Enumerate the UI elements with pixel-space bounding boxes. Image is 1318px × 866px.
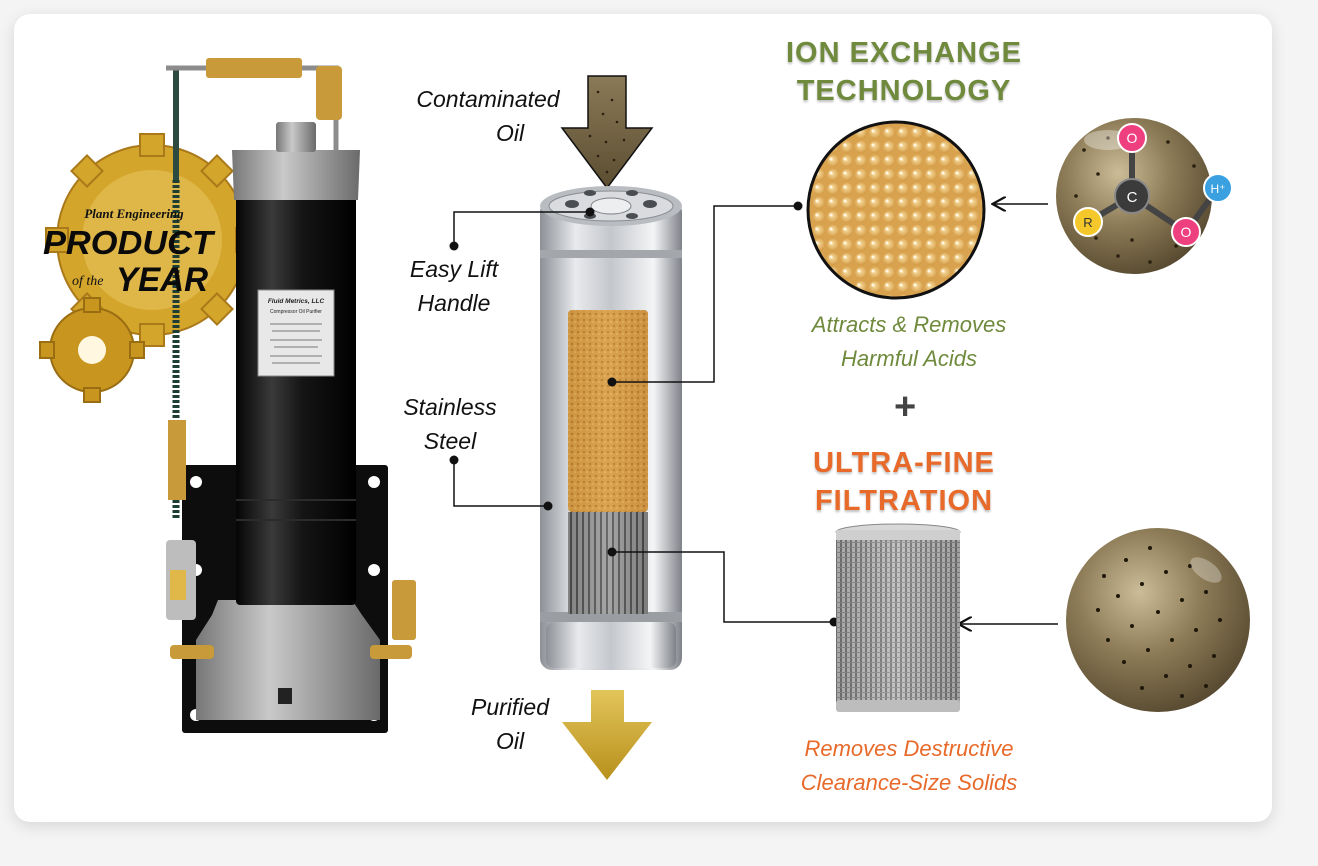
ion-caption-line2: Harmful Acids <box>840 346 978 371</box>
award-badge: Plant Engineering PRODUCT of the YEAR <box>43 206 216 299</box>
ion-title-line1: ION EXCHANGE <box>786 37 1022 69</box>
filtration-title-line2: FILTRATION <box>814 485 994 517</box>
atom-o-right: O <box>1181 224 1192 240</box>
atom-c: C <box>1127 189 1138 206</box>
ion-exchange-title: ION EXCHANGE TECHNOLOGY <box>754 34 1054 110</box>
connector-lines <box>453 204 1058 624</box>
atom-o-top: O <box>1127 130 1138 146</box>
award-line2: PRODUCT <box>43 224 216 261</box>
atom-r: R <box>1083 215 1092 230</box>
purified-oil-line2: Oil <box>495 728 525 754</box>
ion-exchange-caption: Attracts & Removes Harmful Acids <box>774 308 1044 376</box>
filtration-title-line1: ULTRA-FINE <box>813 447 995 479</box>
contaminated-oil-drop-icon <box>1066 528 1250 712</box>
unit-label-line2: Compressor Oil Purifier <box>270 309 322 315</box>
acid-molecule-icon: O C O H⁺ R <box>1056 118 1233 274</box>
handle-line1: Easy Lift <box>409 256 499 282</box>
ion-title-line2: TECHNOLOGY <box>796 75 1012 107</box>
award-line3-prefix: of the <box>72 274 104 289</box>
plus-sign: + <box>894 386 917 428</box>
award-line1: Plant Engineering <box>84 206 184 221</box>
filtration-caption-line2: Clearance-Size Solids <box>800 770 1018 795</box>
steel-line1: Stainless <box>403 394 497 420</box>
contaminated-oil-line2: Oil <box>495 120 525 146</box>
ultra-fine-filtration-title: ULTRA-FINE FILTRATION <box>774 444 1034 520</box>
stainless-steel-label: Stainless Steel <box>380 390 520 458</box>
easy-lift-handle-label: Easy Lift Handle <box>384 252 524 320</box>
unit-label-line1: Fluid Metrics, LLC <box>268 298 325 305</box>
steel-line2: Steel <box>423 428 477 454</box>
purifier-unit-image: Fluid Metrics, LLC Compressor Oil Purifi… <box>166 58 416 733</box>
award-line3-main: YEAR <box>116 261 208 299</box>
infographic-card: Fluid Metrics, LLC Compressor Oil Purifi… <box>14 14 1272 822</box>
purified-oil-arrow-icon <box>562 690 652 780</box>
filtration-caption-line1: Removes Destructive <box>804 736 1014 761</box>
filter-cartridge-image <box>540 186 682 670</box>
diagram-canvas: Fluid Metrics, LLC Compressor Oil Purifi… <box>39 58 1250 780</box>
handle-line2: Handle <box>417 290 491 316</box>
atom-h: H⁺ <box>1211 182 1226 196</box>
purified-oil-label: Purified Oil <box>448 690 572 758</box>
contaminated-oil-line1: Contaminated <box>416 86 560 112</box>
purified-oil-line1: Purified <box>471 694 549 720</box>
contaminated-oil-arrow-icon <box>560 75 654 190</box>
ultra-fine-filtration-caption: Removes Destructive Clearance-Size Solid… <box>754 732 1064 800</box>
contaminated-oil-label: Contaminated Oil <box>386 82 590 150</box>
ion-caption-line1: Attracts & Removes <box>811 312 1007 337</box>
ultra-fine-filter-icon <box>835 523 961 712</box>
resin-beads-icon <box>806 120 986 300</box>
